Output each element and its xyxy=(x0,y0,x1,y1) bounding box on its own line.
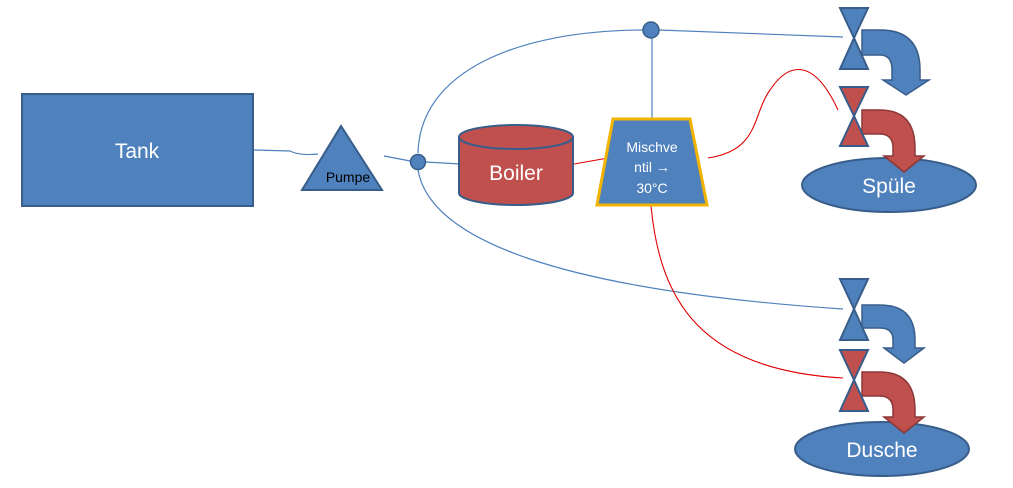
tank-label: Tank xyxy=(115,140,160,163)
pipe-tank-pump xyxy=(253,149,319,156)
sink-hot-arrow-icon xyxy=(861,109,927,173)
sink: Spüle xyxy=(801,157,977,213)
cold-water-pipes xyxy=(253,29,844,310)
pump: Pumpe xyxy=(300,124,384,191)
pipe-node-sink-valve xyxy=(658,29,844,38)
shower-cold-arrow-icon xyxy=(861,304,927,364)
pipe-boiler-mixer xyxy=(573,157,609,165)
shower-label: Dusche xyxy=(846,439,917,462)
junction-node-top xyxy=(642,21,660,39)
mixing-valve-label-1: Mischve xyxy=(626,139,678,155)
shower-basin xyxy=(794,421,970,477)
boiler: Boiler xyxy=(458,124,574,206)
pipe-mixer-shower xyxy=(650,205,844,379)
shower-hot-valve xyxy=(838,349,927,434)
pipe-arc-lower xyxy=(417,169,844,310)
pipe-junction-boiler xyxy=(425,161,461,165)
boiler-label: Boiler xyxy=(489,162,543,185)
mixing-valve: Mischve ntil → 30°C xyxy=(595,117,709,207)
pipe-pump-junction xyxy=(383,155,411,162)
sink-hot-valve-icon xyxy=(838,86,870,147)
sink-hot-valve xyxy=(838,86,927,173)
sink-cold-valve xyxy=(838,7,932,96)
shower-cold-valve xyxy=(838,278,927,364)
tank-box xyxy=(21,93,254,207)
shower-hot-arrow-icon xyxy=(861,371,927,434)
pump-label: Pumpe xyxy=(326,169,371,185)
junction-node-left xyxy=(409,153,427,171)
shower: Dusche xyxy=(794,421,970,477)
pipe-arc-upper xyxy=(417,29,646,154)
boiler-body xyxy=(458,136,574,206)
mixing-valve-label-3: 30°C xyxy=(636,180,667,196)
pump-triangle xyxy=(300,124,384,191)
shower-hot-valve-icon xyxy=(838,349,870,412)
mixing-valve-label-2: ntil → xyxy=(634,159,670,175)
tank: Tank xyxy=(21,93,254,207)
pipe-mixer-sink xyxy=(707,69,839,159)
sink-label: Spüle xyxy=(862,175,916,198)
hot-water-pipes xyxy=(573,69,844,379)
sink-cold-valve-icon xyxy=(838,7,870,70)
sink-cold-arrow-icon xyxy=(861,29,932,96)
shower-cold-valve-icon xyxy=(838,278,870,341)
mixing-valve-shape xyxy=(595,117,709,207)
boiler-top xyxy=(458,124,574,150)
